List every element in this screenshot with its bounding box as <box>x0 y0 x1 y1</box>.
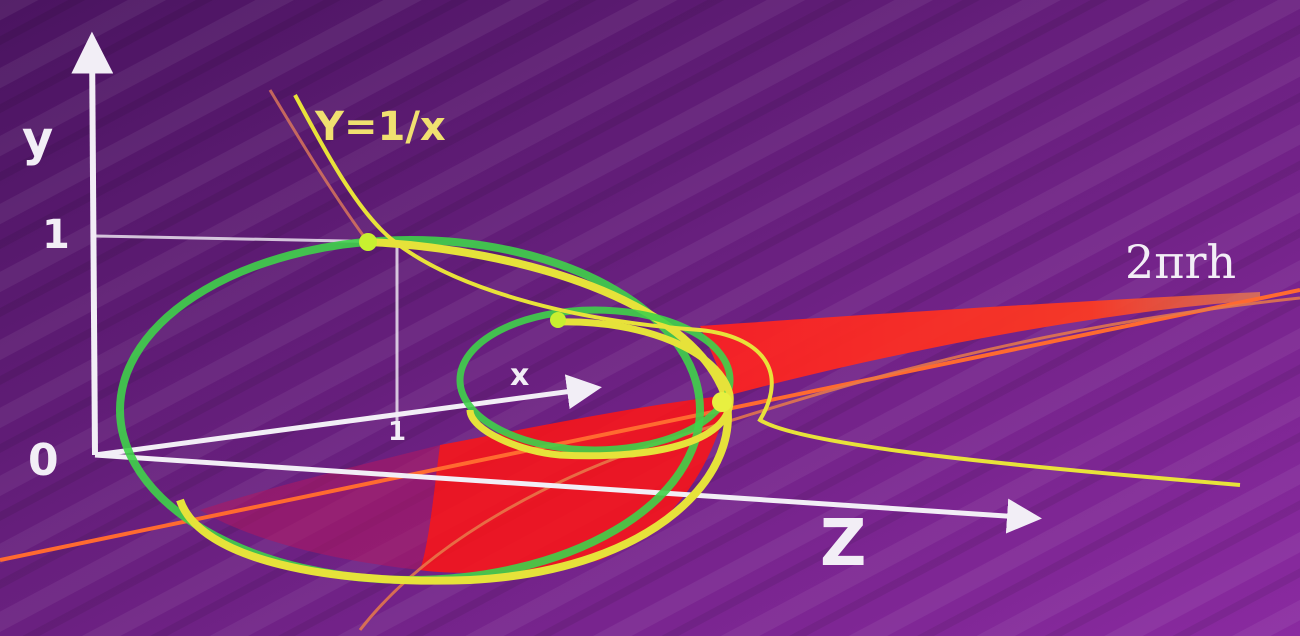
point-at-one <box>359 233 377 251</box>
y-axis <box>71 31 114 456</box>
rotation-ray <box>0 288 1300 562</box>
x-axis <box>94 374 602 458</box>
origin-label: 0 <box>28 435 59 486</box>
revolution-surface <box>700 292 1260 395</box>
surface-label: 2πrh <box>1125 235 1236 289</box>
z-axis-label: Z <box>820 507 866 581</box>
curve-upper-tail <box>268 89 367 239</box>
large-ring-yellow <box>176 238 732 585</box>
small-ring-green <box>456 306 734 454</box>
curve-y-equals-1-over-x <box>293 94 1241 487</box>
y-axis-label: y <box>22 111 53 167</box>
point-on-small-ring <box>550 312 566 328</box>
small-ring-yellow <box>466 318 734 460</box>
x-tick-label: 1 <box>388 417 406 447</box>
y-tick-label: 1 <box>42 212 70 258</box>
curve-label: Y=1/x <box>314 104 446 150</box>
x-axis-label: x <box>510 358 529 393</box>
point-on-axis <box>712 392 732 412</box>
z-axis <box>94 452 1042 534</box>
